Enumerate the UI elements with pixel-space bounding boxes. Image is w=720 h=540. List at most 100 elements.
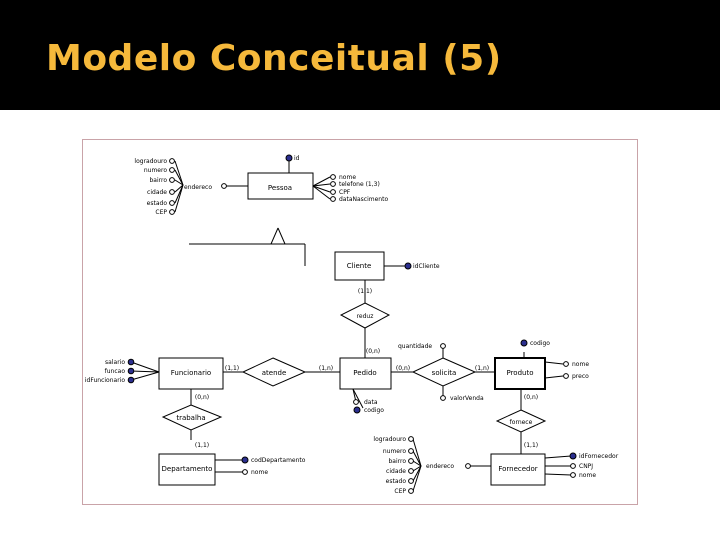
attribute-dot: [408, 478, 414, 484]
relationship-atende: atende: [241, 357, 307, 387]
attribute-dot: [169, 167, 175, 173]
identifier-dot: [353, 406, 361, 414]
attribute-dot: [330, 181, 336, 187]
slide-title: Modelo Conceitual (5): [46, 38, 502, 79]
entity-produto-label: Produto: [506, 369, 533, 377]
attr-endereco-logradouro: logradouro: [134, 158, 167, 165]
entity-departamento-label: Departamento: [162, 465, 213, 473]
attribute-dot: [169, 200, 175, 206]
relationship-trabalha-label: trabalha: [176, 414, 205, 422]
entity-fornecedor: Fornecedor: [490, 453, 546, 486]
attr-func-funcao: funcao: [105, 368, 126, 375]
attr-pedido-codigo: codigo: [364, 407, 384, 414]
attribute-dot: [440, 395, 446, 401]
entity-fornecedor-label: Fornecedor: [498, 465, 537, 473]
identifier-dot: [520, 339, 528, 347]
identifier-dot: [241, 456, 249, 464]
attribute-dot: [465, 463, 471, 469]
entity-pedido: Pedido: [339, 357, 392, 390]
attribute-dot: [563, 373, 569, 379]
attr-produto-preco: preco: [572, 373, 589, 380]
attr-produto-codigo: codigo: [530, 340, 550, 347]
attr-pessoa-nome: nome: [339, 174, 356, 181]
card-atende-pedido: (1,n): [319, 365, 333, 372]
attribute-dot: [408, 468, 414, 474]
entity-funcionario: Funcionario: [158, 357, 224, 390]
attr-endereco-numero: numero: [144, 167, 167, 174]
attr-fornecedor-nome: nome: [579, 472, 596, 479]
attribute-dot: [440, 343, 446, 349]
relationship-fornece: fornece: [495, 409, 547, 433]
entity-produto: Produto: [494, 357, 546, 390]
attr-pedido-data: data: [364, 399, 378, 406]
attr-pessoa-endereco: endereco: [184, 184, 212, 191]
relationship-trabalha: trabalha: [161, 404, 223, 431]
attr-forn-cep: CEP: [394, 488, 406, 495]
card-solicita-produto: (1,n): [475, 365, 489, 372]
attr-pessoa-id: id: [294, 155, 300, 162]
attr-forn-numero: numero: [383, 448, 406, 455]
attribute-dot: [169, 189, 175, 195]
attribute-dot: [221, 183, 227, 189]
attribute-dot: [169, 209, 175, 215]
attr-endereco-cidade: cidade: [147, 189, 167, 196]
identifier-dot: [404, 262, 412, 270]
card-func-atende: (1,1): [225, 365, 239, 372]
card-pedido-solicita: (0,n): [396, 365, 410, 372]
attr-solicita-valor: valorVenda: [450, 395, 484, 402]
attribute-dot: [408, 436, 414, 442]
er-diagram-canvas: Pessoa Cliente Funcionario Pedido Produt…: [85, 154, 619, 495]
relationship-solicita: solicita: [411, 357, 477, 387]
attr-forn-estado: estado: [386, 478, 407, 485]
attr-fornecedor-cnpj: CNPJ: [579, 463, 593, 470]
attr-solicita-quantidade: quantidade: [398, 343, 432, 350]
attr-pessoa-cpf: CPF: [339, 189, 351, 196]
attr-cliente-id: idCliente: [413, 263, 440, 270]
attr-pessoa-telefone: telefone (1,3): [339, 181, 380, 188]
attr-pessoa-datanasc: dataNascimento: [339, 196, 388, 203]
relationship-solicita-label: solicita: [432, 369, 457, 377]
attribute-dot: [563, 361, 569, 367]
attr-func-salario: salario: [105, 359, 125, 366]
attr-func-id: idFuncionario: [85, 377, 125, 384]
card-trabalha-dep: (1,1): [195, 442, 209, 449]
attr-dep-nome: nome: [251, 469, 268, 476]
entity-funcionario-label: Funcionario: [171, 369, 211, 377]
er-diagram: Pessoa Cliente Funcionario Pedido Produt…: [82, 139, 638, 505]
entity-pessoa: Pessoa: [247, 172, 314, 200]
identifier-dot: [569, 452, 577, 460]
attribute-dot: [570, 472, 576, 478]
attr-produto-nome: nome: [572, 361, 589, 368]
attribute-dot: [353, 399, 359, 405]
relationship-reduz-label: reduz: [357, 313, 374, 320]
attribute-dot: [408, 458, 414, 464]
identifier-dot: [127, 376, 135, 384]
attr-dep-codigo: codDepartamento: [251, 457, 306, 464]
attribute-dot: [330, 196, 336, 202]
attr-fornecedor-id: idFornecedor: [579, 453, 619, 460]
attr-fornecedor-endereco: endereco: [426, 463, 454, 470]
entity-departamento: Departamento: [158, 453, 216, 486]
attribute-dot: [570, 463, 576, 469]
relationship-reduz: reduz: [339, 302, 391, 329]
card-cliente-reduz: (1,1): [358, 288, 372, 295]
attribute-dot: [169, 177, 175, 183]
attribute-dot: [127, 358, 135, 366]
attr-endereco-cep: CEP: [155, 209, 167, 216]
attr-forn-bairro: bairro: [388, 458, 406, 465]
card-func-trabalha: (0,n): [195, 394, 209, 401]
attr-endereco-estado: estado: [147, 200, 168, 207]
attr-forn-logradouro: logradouro: [373, 436, 406, 443]
entity-cliente: Cliente: [334, 251, 385, 281]
attribute-dot: [330, 174, 336, 180]
attr-forn-cidade: cidade: [386, 468, 406, 475]
card-reduz-pedido: (0,n): [366, 348, 380, 355]
entity-pedido-label: Pedido: [353, 369, 376, 377]
card-produto-fornece: (0,n): [524, 394, 538, 401]
attribute-dot: [408, 448, 414, 454]
relationship-atende-label: atende: [262, 369, 287, 377]
entity-cliente-label: Cliente: [347, 262, 372, 270]
attribute-dot: [408, 488, 414, 494]
attribute-dot: [330, 189, 336, 195]
attribute-dot: [169, 158, 175, 164]
